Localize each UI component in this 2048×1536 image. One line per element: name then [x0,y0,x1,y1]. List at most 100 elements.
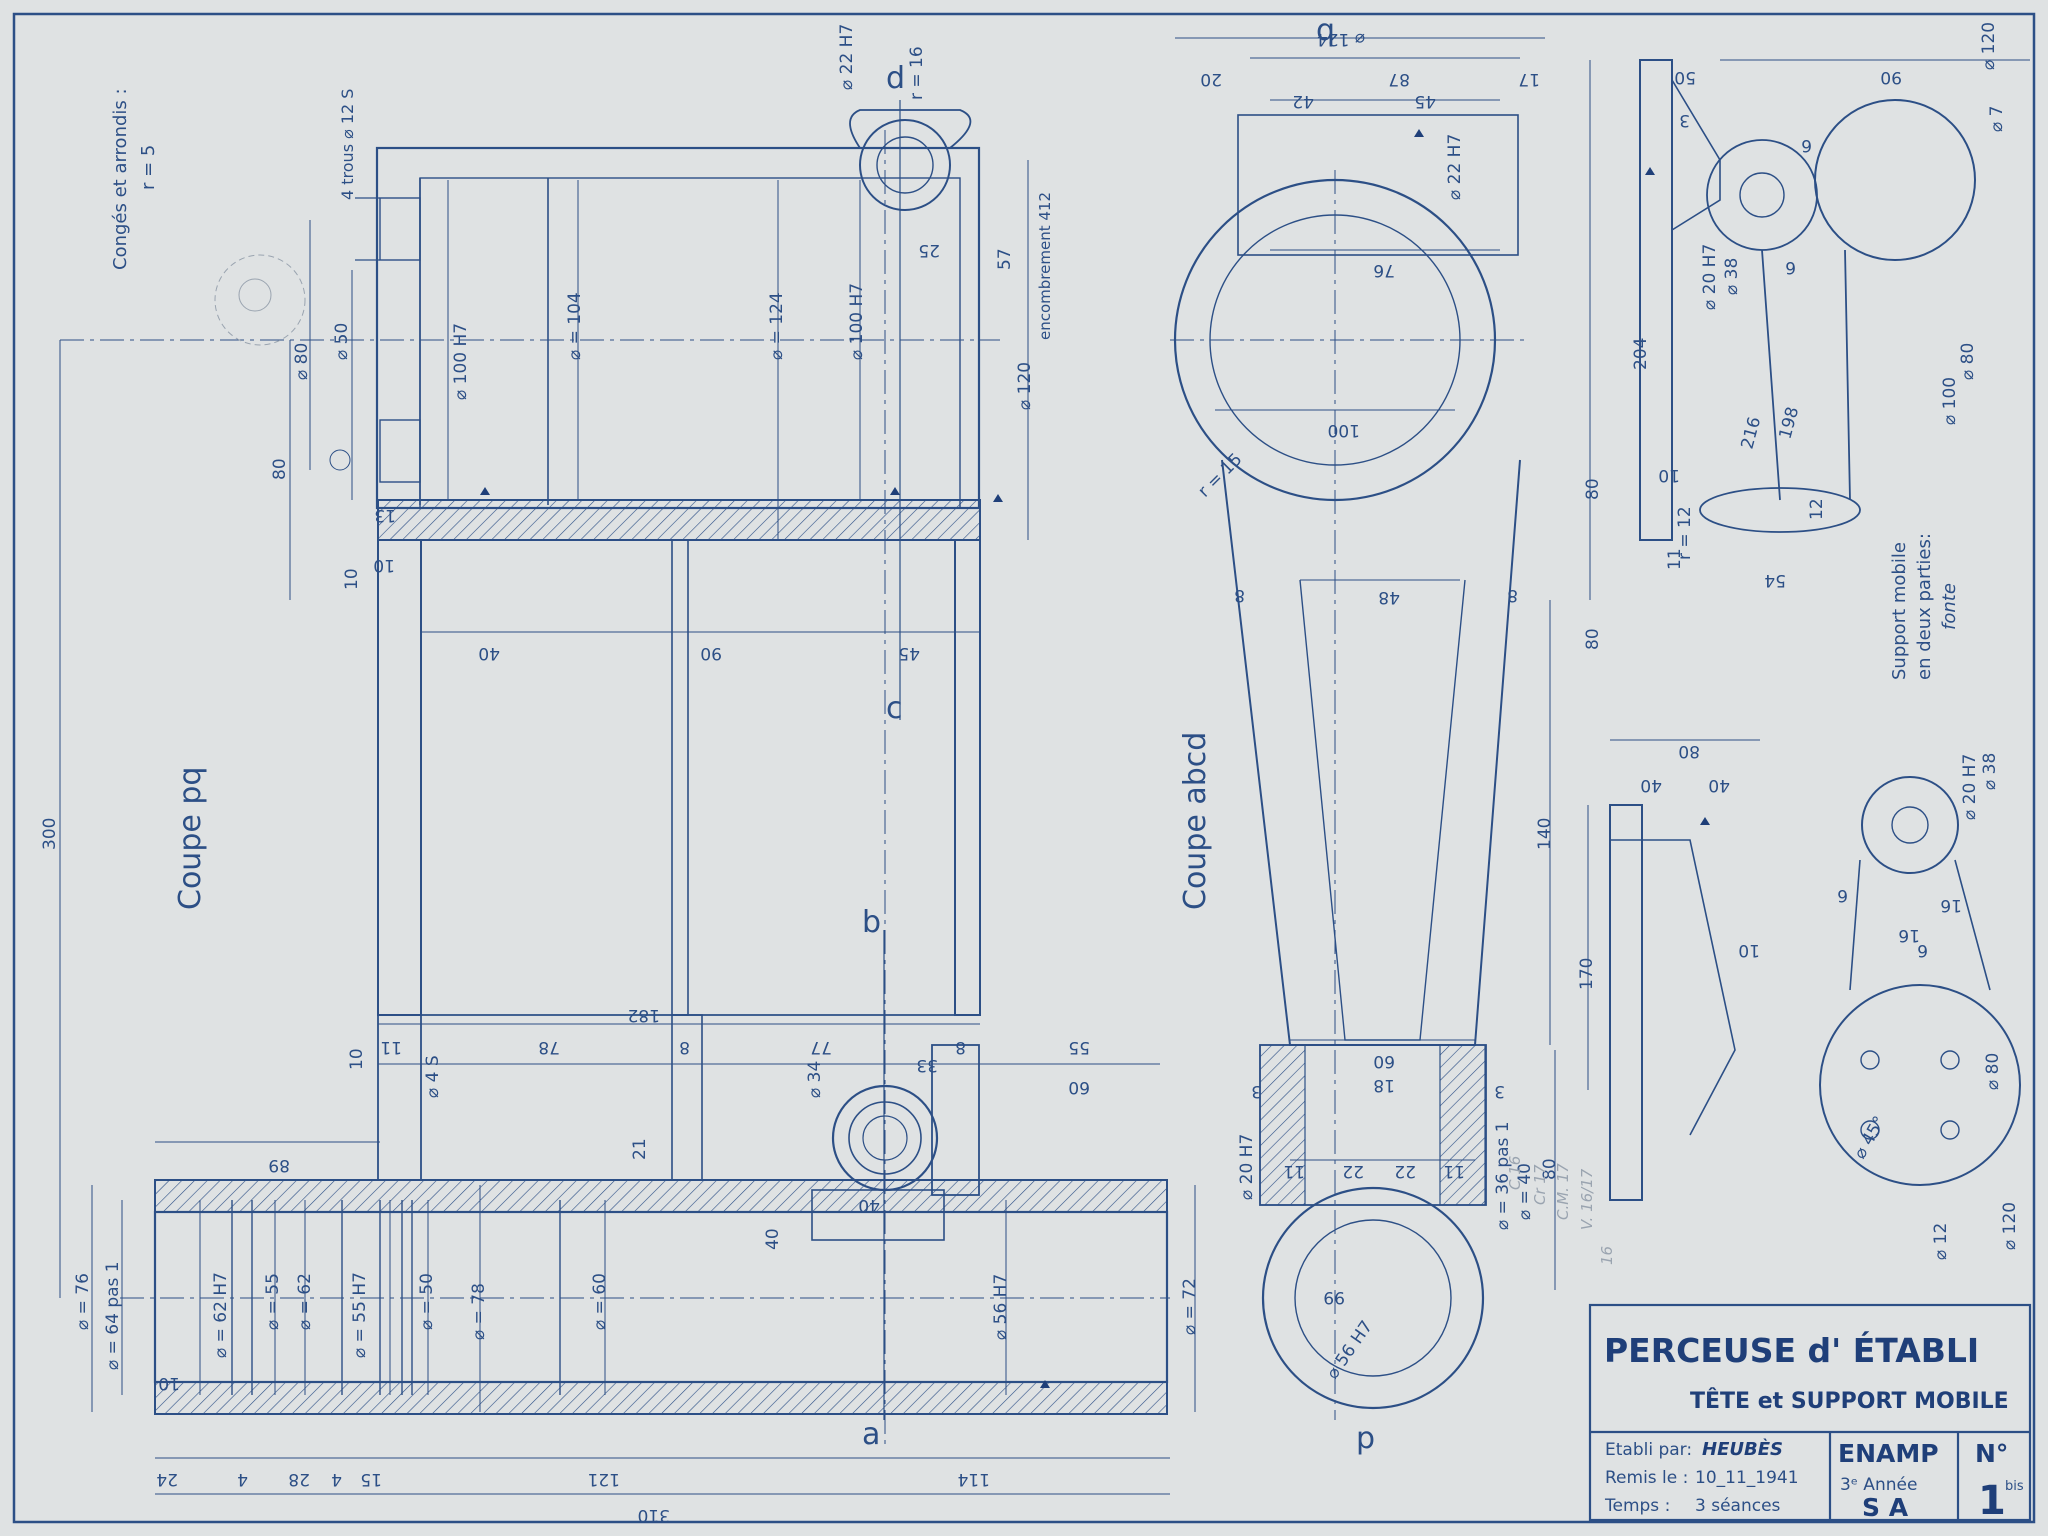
dim-label: 11 [1443,1161,1465,1181]
school-section: S A [1862,1493,1909,1522]
dim-label: ⌀ = 55 H7 [350,1272,370,1358]
dim-label: 80 [270,458,290,480]
dim-label: 4 [331,1469,342,1489]
dim-label: ⌀ = 78 [469,1283,489,1340]
dim-label: 6 [1801,135,1812,155]
dim-label: 87 [1388,69,1410,89]
dim-label: 18 [1373,1075,1395,1095]
established-by-label: Etabli par: [1605,1440,1692,1460]
dim-label: ⌀ = 36 pas 1 [1493,1121,1513,1230]
section-letter-d: d [886,61,905,96]
dim-label: ⌀ = 72 [1180,1278,1200,1335]
pencil-annotations: C 16 Cr 17 C.M. 17 V. 16/17 16 [1506,1156,1616,1265]
section-letter-c: c [886,691,903,726]
dim-label: ⌀ = 62 H7 [211,1272,231,1358]
note-footprint: encombrement 412 [1036,192,1054,340]
finish-mark-icon [993,494,1003,502]
dim-label: 57 [995,248,1015,270]
dim-label: ⌀ 100 [1940,377,1960,425]
dim-label: 78 [538,1037,560,1057]
dim-label: 48 [1378,587,1400,607]
title-block [1588,1303,2032,1522]
pencil-note: 16 [1598,1246,1616,1265]
dim-label: ⌀ 120 [2000,1202,2020,1250]
dims-view1: 300 80 ⌀ 80 ⌀ 50 ⌀ 100 H7 ⌀ = 104 ⌀ = 12… [40,24,1200,1525]
dim-label: ⌀ = 124 [767,292,787,360]
dim-label: 10 [1738,940,1760,960]
finish-mark-icon [890,487,900,495]
note-support-2: en deux parties: [1914,533,1935,680]
dim-label: 140 [1535,818,1555,850]
dim-label: ⌀ 100 H7 [451,323,471,400]
finish-mark-icon [1414,129,1424,137]
dim-label: 45 [1414,91,1436,111]
view-support-side [1587,739,2021,1201]
note-fillets-radius: r = 5 [138,145,159,190]
school-year: 3ᵉ Année [1840,1475,1917,1495]
view-support-mobile [1589,59,2030,600]
number-label: N° [1975,1439,2008,1468]
dim-label: 24 [156,1469,178,1489]
dim-label: 40 [858,1195,880,1215]
dim-label: 80 [1678,741,1700,761]
dim-label: r = 12 [1675,506,1695,560]
dim-label: ⌀ 38 [1722,258,1742,295]
note-holes: 4 trous ⌀ 12 S [338,89,357,200]
dim-label: 15 [360,1469,382,1489]
drawing-subtitle: TÊTE et SUPPORT MOBILE [1690,1388,2009,1414]
section-letter-b: b [862,905,881,940]
note-fillets: Congés et arrondis : [110,88,131,270]
dim-label: 40 [1708,775,1730,795]
finish-marks [480,129,1710,1388]
dim-label: 12 [1807,498,1827,520]
dim-label: 300 [40,818,60,850]
dim-label: 182 [628,1005,660,1025]
dim-label: 99 [1323,1287,1345,1307]
established-by-value: HEUBÈS [1702,1438,1783,1460]
dim-label: ⌀ 34 [805,1061,825,1098]
note-support-1: Support mobile [1889,542,1910,680]
finish-mark-icon [1040,1380,1050,1388]
dim-label: 310 [638,1505,670,1525]
dim-label: 42 [1292,91,1314,111]
dim-label: ⌀ 56 H7 [991,1274,1011,1340]
section-letter-a: a [862,1417,880,1452]
dim-label: 77 [810,1037,832,1057]
dim-label: ⌀ 22 H7 [837,24,857,90]
finish-mark-icon [1700,817,1710,825]
dim-label: 45 [898,643,920,663]
dim-label: 11 [1283,1161,1305,1181]
dim-label: 204 [1631,338,1651,370]
dim-label: 89 [268,1155,290,1175]
dim-label: 25 [918,240,940,260]
dim-label: 170 [1577,958,1597,990]
dim-label: 80 [1583,478,1603,500]
dim-label: 6 [1785,257,1796,277]
dim-label: 20 [1200,69,1222,89]
pencil-note: C 16 [1506,1156,1524,1190]
dim-label: 6 [1917,940,1928,960]
dim-label: ⌀ 80 [292,343,312,380]
drawing-number-suffix: bis [2005,1479,2024,1494]
dim-label: 60 [1373,1051,1395,1071]
dim-label: 16 [1940,895,1962,915]
sheet-border [12,12,2036,1524]
dim-label: ⌀ = 50 [417,1273,437,1330]
dim-label: ⌀ 7 [1987,106,2007,132]
dim-label: 114 [958,1469,990,1489]
dims-view4: 80 40 40 ⌀ 20 H7 ⌀ 38 16 16 6 6 10 170 ⌀… [1577,741,2020,1260]
section-letter-q: q [1316,13,1335,48]
drawing-number: 1 [1978,1478,2006,1524]
dim-label: 90 [700,643,722,663]
dim-label: ⌀ = 104 [565,292,585,360]
pencil-note: V. 16/17 [1578,1168,1596,1230]
dim-label: 8 [679,1037,690,1057]
dim-label: ⌀ 22 H7 [1445,134,1465,200]
dim-label: ⌀ = 76 [73,1273,93,1330]
dim-label: 40 [763,1228,783,1250]
dim-label: ⌀ 20 H7 [1960,754,1980,820]
dim-label: 22 [1394,1161,1416,1181]
school-name: ENAMP [1838,1439,1939,1468]
dim-label: 13 [374,505,396,525]
dim-label: 50 [1674,67,1696,87]
